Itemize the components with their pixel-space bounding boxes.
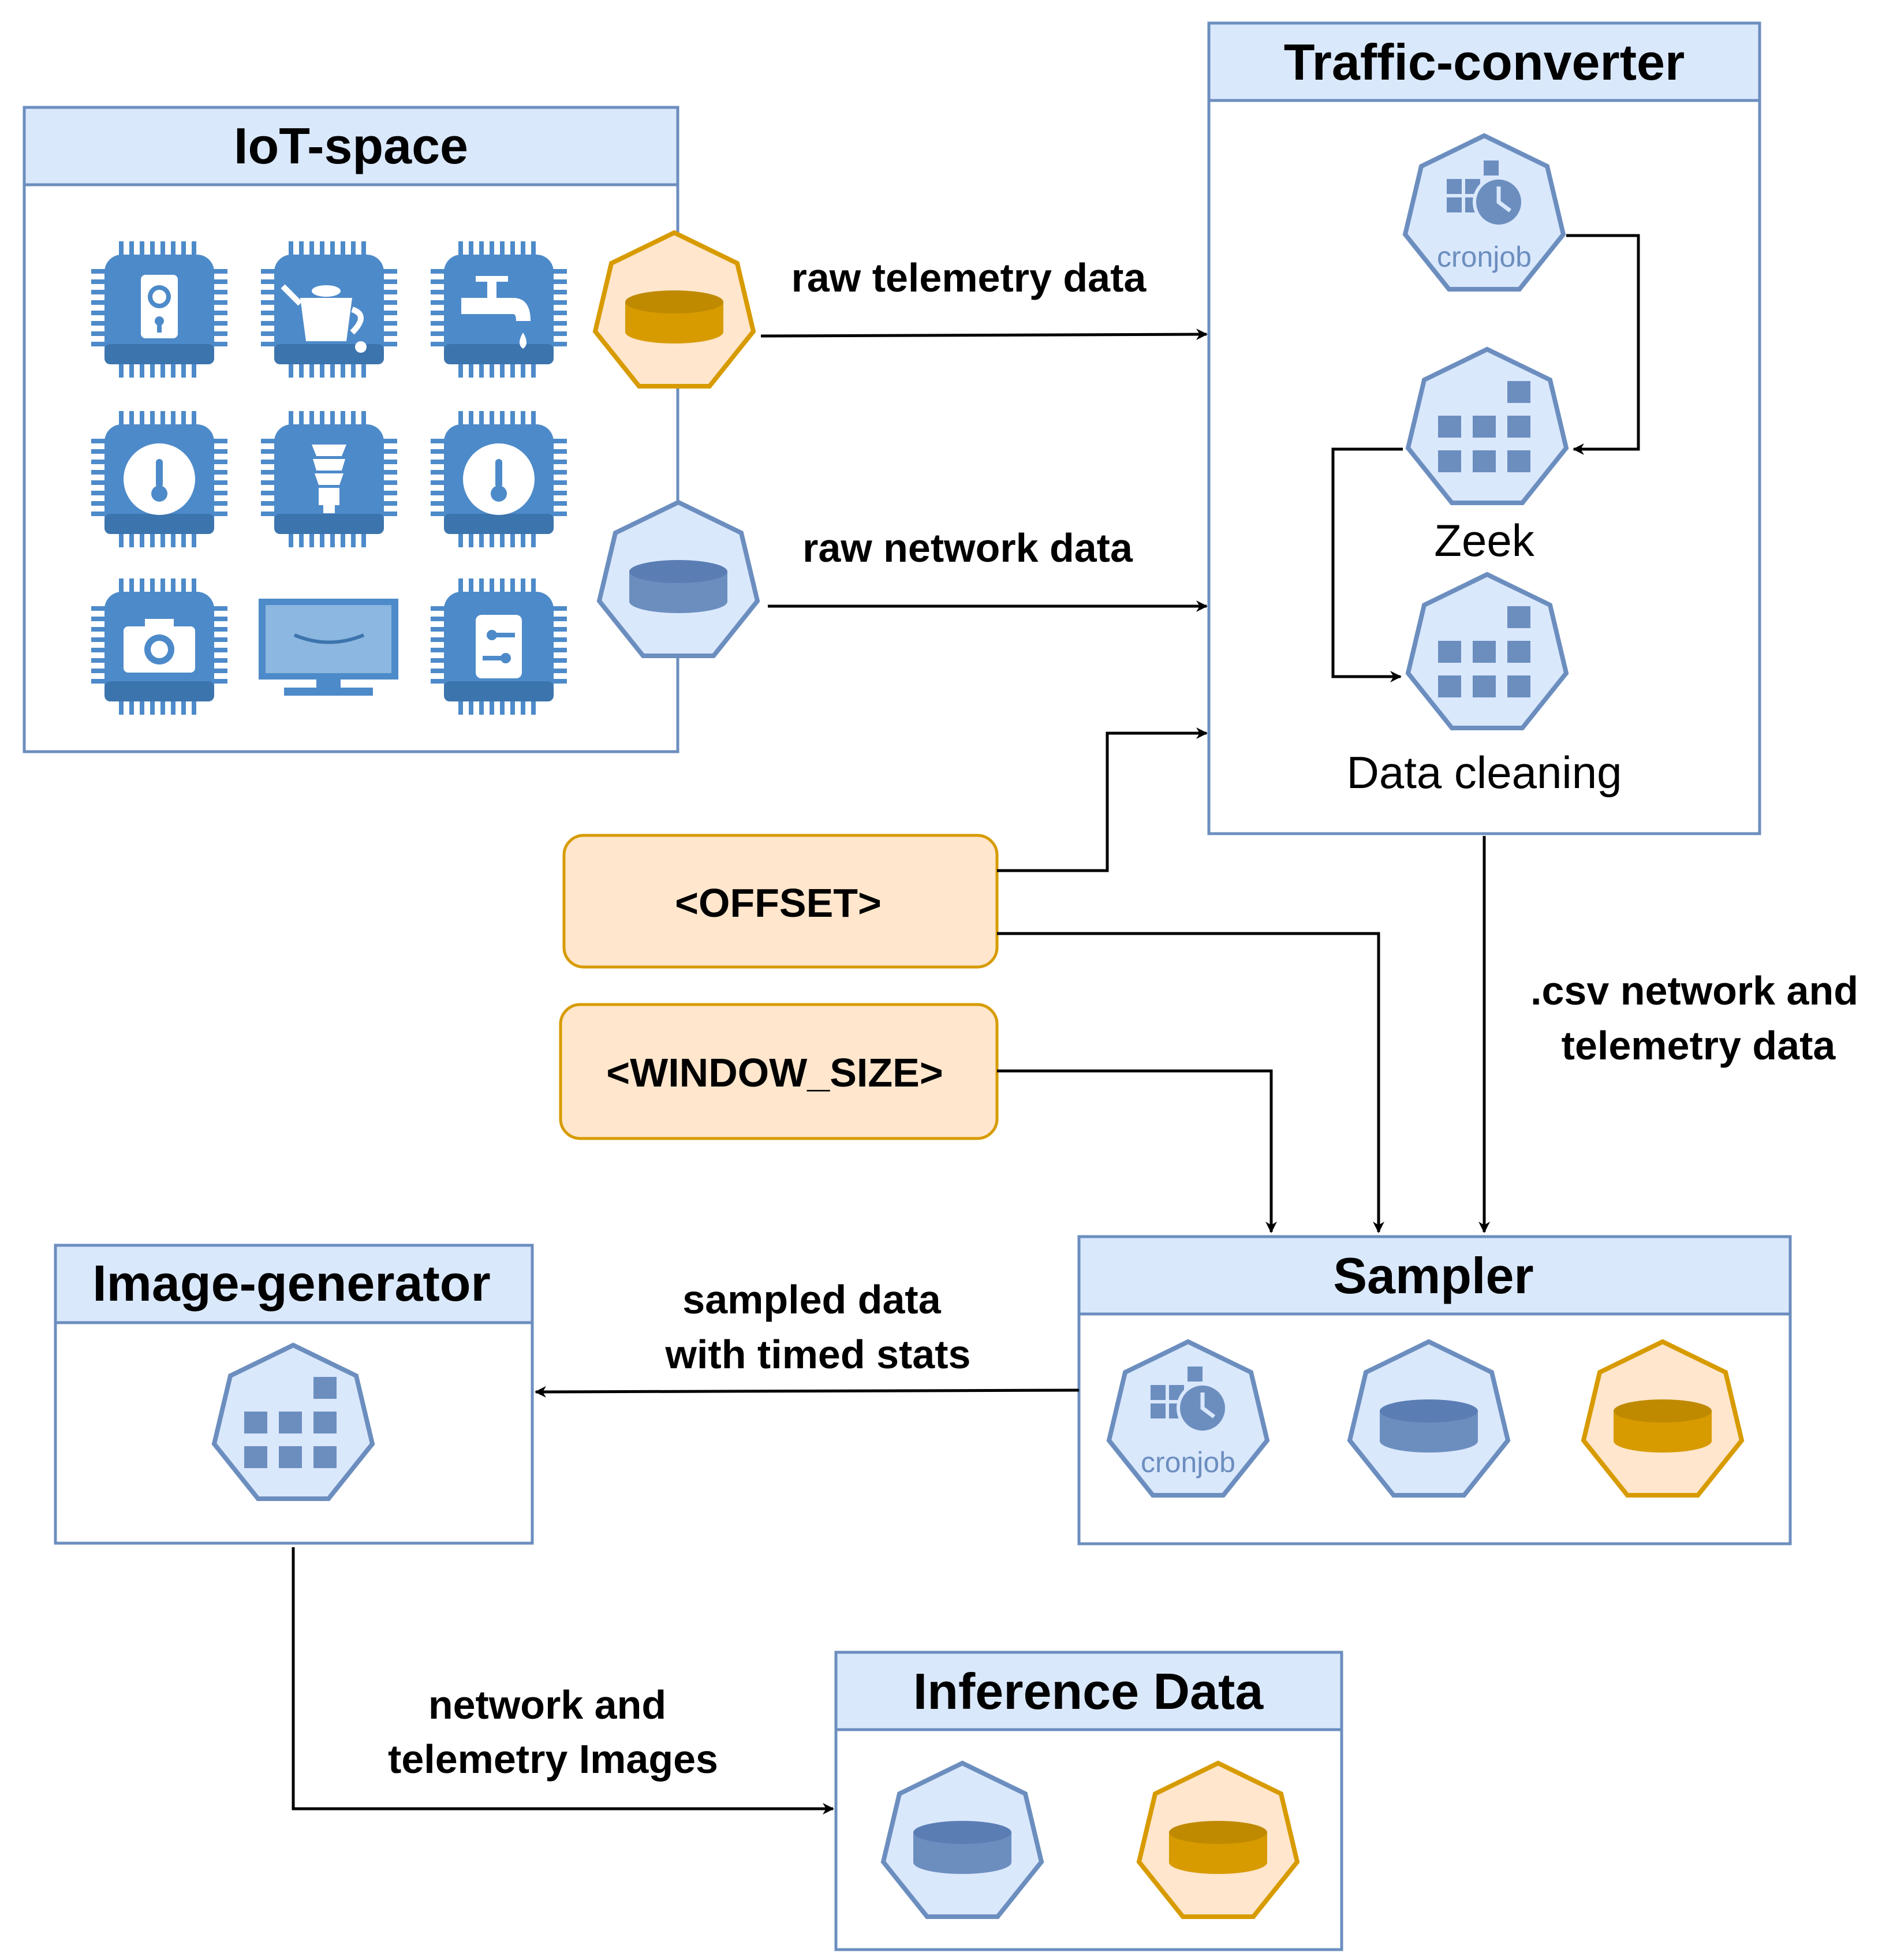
window-size-to-sampler-arrow: [997, 1069, 1277, 1233]
images-label-line1: network and: [428, 1682, 666, 1727]
offset-to-sampler-arrow: [997, 932, 1384, 1233]
sampled-data-arrow: [535, 1386, 1080, 1398]
traffic-converter-title: Traffic-converter: [1284, 33, 1685, 91]
sampler-cronjob-label: cronjob: [1141, 1446, 1235, 1479]
zeek-label: Zeek: [1434, 515, 1534, 566]
raw-telemetry-label: raw telemetry data: [791, 255, 1147, 300]
images-arrow: [292, 1547, 834, 1815]
faucet-device-icon: [431, 241, 567, 378]
cronjob-to-zeek-arrow: [1566, 234, 1640, 455]
sampler-title: Sampler: [1333, 1247, 1533, 1304]
kettle-device-icon: [261, 241, 397, 378]
thermometer-device-icon: [91, 411, 227, 547]
image-generator-title: Image-generator: [92, 1255, 491, 1312]
iot-device-grid: [91, 241, 567, 715]
offset-param-box: <OFFSET>: [562, 834, 999, 969]
sampled-data-label-line2: with timed stats: [665, 1332, 971, 1377]
tv-device-icon: [259, 599, 398, 696]
inference-data-title: Inference Data: [913, 1663, 1264, 1720]
thermometer-device-icon-2: [431, 411, 567, 547]
csv-data-label-line2: telemetry data: [1562, 1023, 1836, 1068]
offset-to-converter-arrow: [997, 727, 1208, 872]
csv-data-label-line1: .csv network and: [1530, 968, 1858, 1013]
window-size-param-box: <WINDOW_SIZE>: [559, 1003, 999, 1140]
iot-space-title: IoT-space: [234, 117, 468, 174]
data-cleaning-label: Data cleaning: [1347, 747, 1622, 798]
sampled-data-label-line1: sampled data: [682, 1277, 941, 1322]
tc-cronjob-label: cronjob: [1437, 241, 1532, 273]
raw-telemetry-arrow: [760, 328, 1208, 341]
camera-device-icon: [91, 578, 227, 715]
images-label-line2: telemetry Images: [388, 1737, 718, 1782]
window-size-param-label: <WINDOW_SIZE>: [606, 1050, 943, 1095]
bulb-device-icon: [261, 411, 397, 547]
hub-device-icon: [431, 578, 567, 715]
zeek-to-cleaning-arrow: [1331, 447, 1403, 682]
speaker-device-icon: [91, 241, 227, 378]
offset-param-label: <OFFSET>: [675, 880, 882, 925]
raw-network-label: raw network data: [802, 525, 1133, 570]
